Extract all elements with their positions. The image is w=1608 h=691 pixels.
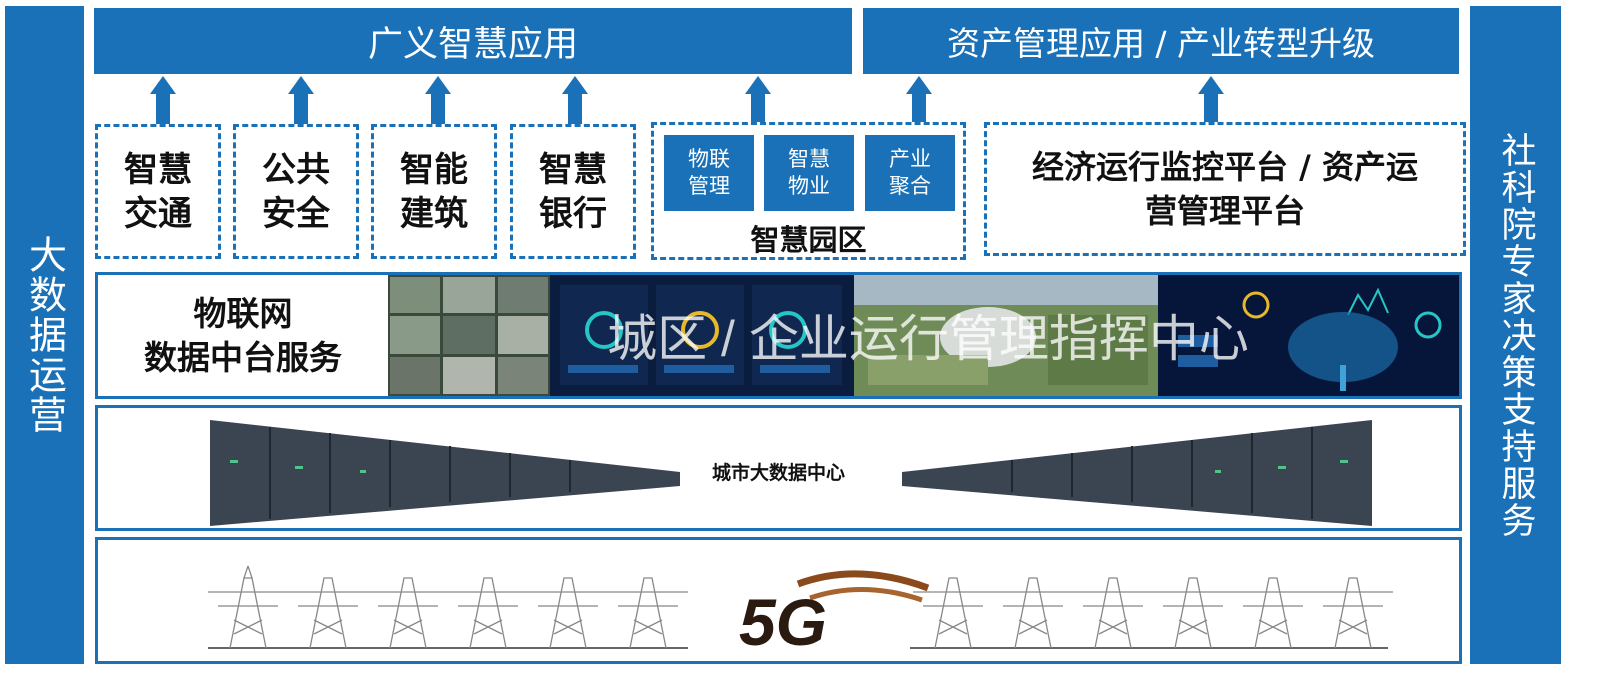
park-module-line1: 物联 — [688, 146, 730, 173]
up-arrow-icon — [150, 76, 176, 124]
economy-label-line1: 经济运行监控平台 / 资产运 — [1032, 145, 1418, 189]
left-sidebar-label: 大数据运营 — [25, 235, 65, 435]
app-label-line2: 银行 — [539, 192, 607, 236]
tower-icon — [208, 566, 288, 648]
up-arrow-icon — [906, 76, 932, 124]
economy-label-line2: 营管理平台 — [1145, 189, 1305, 233]
app-label-line1: 智慧 — [124, 148, 192, 192]
up-arrow-icon — [288, 76, 314, 124]
iot-label-line2: 数据中台服务 — [144, 336, 342, 380]
smart-park-box: 物联 管理 智慧 物业 产业 聚合 智慧园区 — [651, 122, 966, 260]
tower-icon — [448, 578, 528, 648]
app-label-line2: 建筑 — [400, 192, 468, 236]
network-layer: 5G — [95, 537, 1462, 664]
park-module-iot-management: 物联 管理 — [664, 135, 754, 211]
tower-icon — [993, 578, 1073, 648]
smart-park-label: 智慧园区 — [654, 217, 963, 259]
app-box-smart-building: 智能 建筑 — [371, 124, 497, 259]
generalized-smart-apps-label: 广义智慧应用 — [368, 16, 578, 67]
command-center-layer: 物联网 数据中台服务 — [95, 272, 1462, 399]
park-module-line2: 聚合 — [889, 173, 931, 200]
up-arrow-icon — [425, 76, 451, 124]
command-center-title: 城区 / 企业运行管理指挥中心 — [478, 299, 1378, 371]
up-arrows — [0, 72, 1470, 126]
app-label-line1: 智慧 — [539, 148, 607, 192]
app-label-line1: 公共 — [262, 148, 330, 192]
generalized-smart-apps-banner: 广义智慧应用 — [94, 8, 852, 74]
up-arrow-icon — [745, 76, 771, 124]
tower-icon — [288, 578, 368, 648]
datacenter-layer: 城市大数据中心 — [95, 405, 1462, 531]
right-sidebar: 社科院专家决策支持服务 — [1470, 6, 1561, 664]
datacenter-label: 城市大数据中心 — [98, 458, 1459, 485]
up-arrow-icon — [562, 76, 588, 124]
park-module-line1: 产业 — [889, 146, 931, 173]
app-box-smart-bank: 智慧 银行 — [510, 124, 636, 259]
app-label-line2: 交通 — [124, 192, 192, 236]
iot-data-platform-label: 物联网 数据中台服务 — [98, 275, 388, 396]
tower-icon — [1313, 578, 1393, 648]
tower-icon — [368, 578, 448, 648]
app-label-line2: 安全 — [262, 192, 330, 236]
up-arrow-icon — [1198, 76, 1224, 124]
park-module-line1: 智慧 — [788, 146, 830, 173]
asset-management-label: 资产管理应用 / 产业转型升级 — [947, 17, 1375, 65]
park-module-smart-property: 智慧 物业 — [764, 135, 854, 211]
iot-label-line1: 物联网 — [194, 292, 293, 336]
tower-icon — [608, 578, 688, 648]
tower-icon — [528, 578, 608, 648]
5g-logo: 5G — [698, 584, 868, 660]
tower-icon — [1073, 578, 1153, 648]
app-box-public-safety: 公共 安全 — [233, 124, 359, 259]
park-module-industry-aggregation: 产业 聚合 — [865, 135, 955, 211]
park-module-line2: 物业 — [788, 173, 830, 200]
right-sidebar-label: 社科院专家决策支持服务 — [1497, 132, 1535, 539]
park-module-line2: 管理 — [688, 173, 730, 200]
tower-icon — [1233, 578, 1313, 648]
app-box-smart-traffic: 智慧 交通 — [95, 124, 221, 259]
economy-platform-box: 经济运行监控平台 / 资产运 营管理平台 — [984, 122, 1466, 256]
app-label-line1: 智能 — [400, 148, 468, 192]
asset-management-banner: 资产管理应用 / 产业转型升级 — [863, 8, 1459, 74]
tower-icon — [1153, 578, 1233, 648]
